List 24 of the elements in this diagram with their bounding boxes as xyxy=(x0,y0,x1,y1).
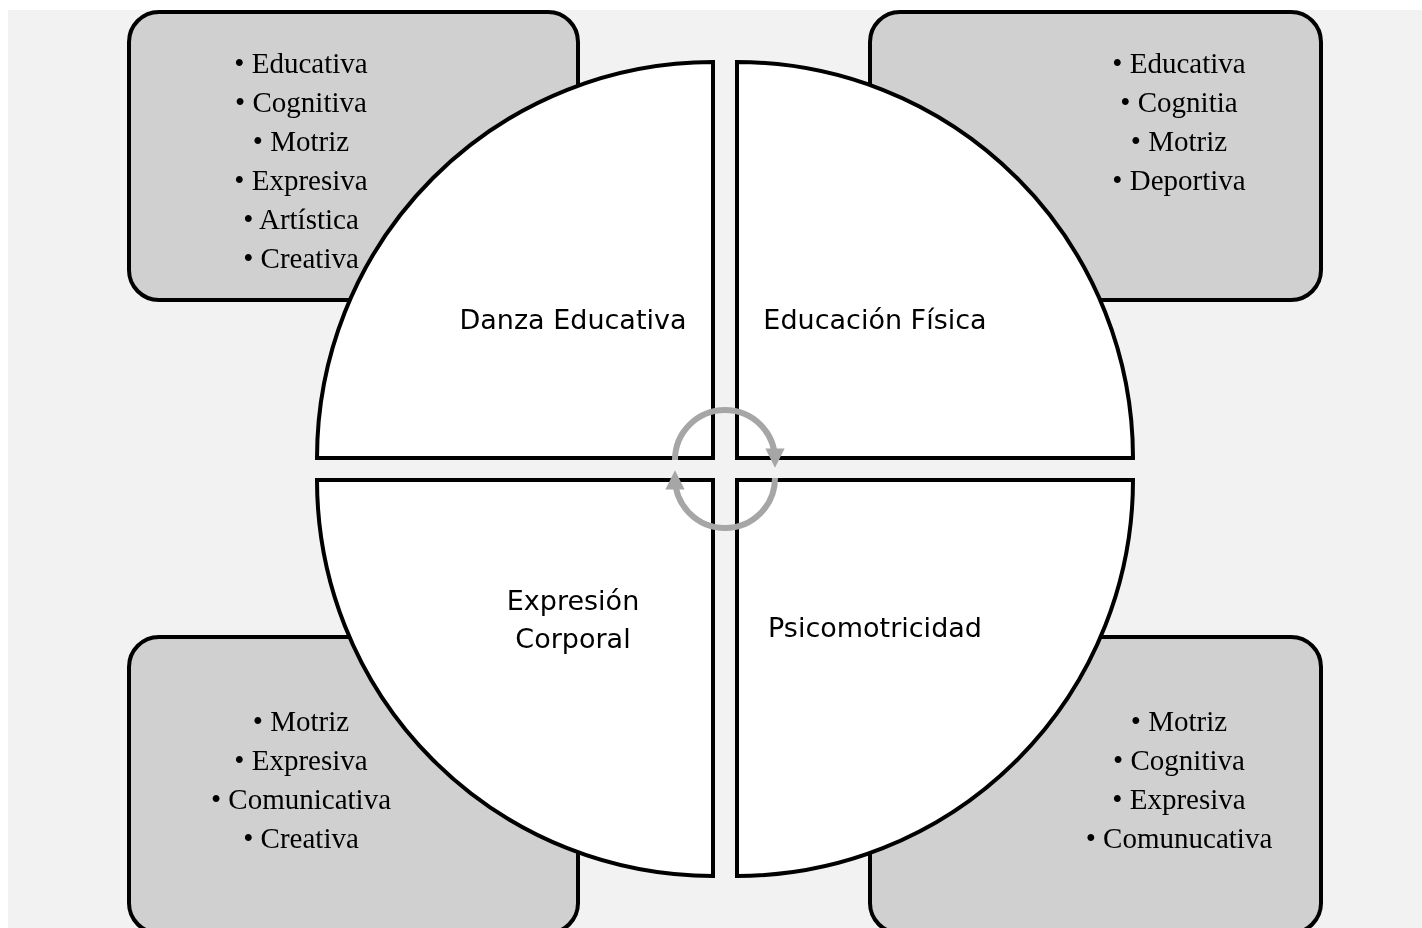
quadrant-label: Expresión Corporal xyxy=(505,584,641,656)
bullet-item: • Motriz xyxy=(252,124,350,159)
bullet-item: • Creativa xyxy=(243,821,359,856)
bullet-item: • Educativa xyxy=(1112,46,1246,81)
bullet-item: • Comunucativa xyxy=(1085,821,1273,856)
bullet-item: • Expresiva xyxy=(234,163,368,198)
bullet-item: • Cognitiva xyxy=(235,85,367,120)
quadrant-label: Psicomotricidad xyxy=(767,611,983,645)
bullet-item: • Cognitiva xyxy=(1113,743,1245,778)
bullet-item: • Expresiva xyxy=(234,743,368,778)
bullet-item: • Comunicativa xyxy=(210,782,392,817)
bullet-item: • Motriz xyxy=(1130,124,1228,159)
curved-arrow xyxy=(666,470,778,531)
bullet-item: • Creativa xyxy=(243,241,359,276)
bullet-item: • Motriz xyxy=(1130,704,1228,739)
curved-arrow xyxy=(672,407,784,468)
bullet-item: • Deportiva xyxy=(1112,163,1246,198)
bullet-item: • Cognitia xyxy=(1120,85,1238,120)
bullet-item: • Educativa xyxy=(234,46,368,81)
bullet-item: • Artística xyxy=(243,202,359,237)
quadrant-label: Danza Educativa xyxy=(458,303,688,337)
quadrant-label: Educación Física xyxy=(762,303,988,337)
bullet-item: • Expresiva xyxy=(1112,782,1246,817)
bullet-item: • Motriz xyxy=(252,704,350,739)
